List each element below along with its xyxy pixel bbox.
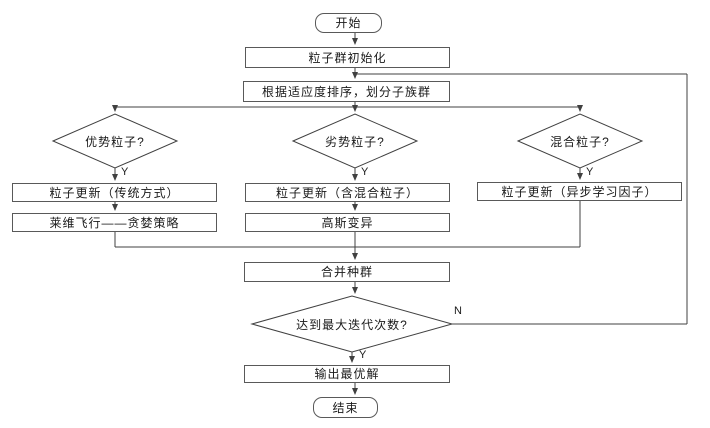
decision-inferior-shape <box>291 113 419 169</box>
edge-label-elite-yes: Y <box>121 166 129 178</box>
end-terminator: 结束 <box>313 397 378 418</box>
edge-label-maxiter-no: N <box>454 305 462 317</box>
decision-elite-shape <box>51 113 179 169</box>
decision-elite-label: 优势粒子? <box>85 134 145 149</box>
process-gaussian-mutation: 高斯变异 <box>245 213 450 232</box>
process-sort-fitness: 根据适应度排序，划分子族群 <box>243 81 450 102</box>
decision-mixed-label: 混合粒子? <box>550 134 610 149</box>
start-terminator: 开始 <box>315 13 382 33</box>
process-merge-population: 合并种群 <box>244 262 450 282</box>
process-update-async: 粒子更新（异步学习因子） <box>477 182 682 201</box>
process-init-swarm: 粒子群初始化 <box>245 47 450 68</box>
process-update-mixed: 粒子更新（含混合粒子） <box>245 183 450 202</box>
process-update-traditional: 粒子更新（传统方式） <box>12 183 217 202</box>
process-output-best: 输出最优解 <box>244 365 450 383</box>
decision-maxiter-label: 达到最大迭代次数? <box>296 317 408 332</box>
decision-inferior-label: 劣势粒子? <box>325 134 385 149</box>
edge-label-mixed-yes: Y <box>586 166 594 178</box>
edge-label-inferior-yes: Y <box>361 166 369 178</box>
edge-label-maxiter-yes: Y <box>359 349 367 361</box>
process-levy-greedy: 莱维飞行——贪婪策略 <box>12 213 217 232</box>
decision-mixed-shape <box>516 113 644 169</box>
